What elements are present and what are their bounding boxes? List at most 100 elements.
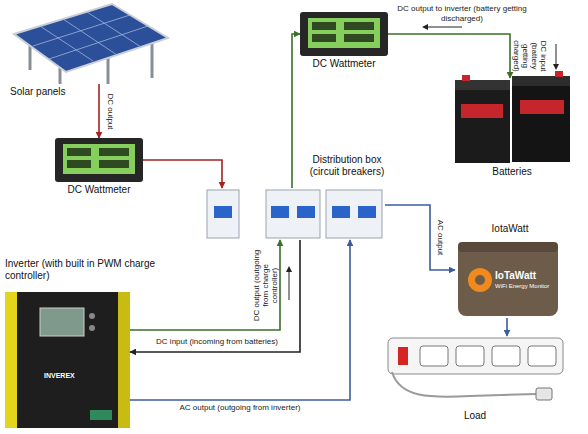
socket [528,346,556,366]
device-node: Solar panels [8,2,168,84]
gear-hole [475,275,485,285]
strip-switch [398,347,408,365]
node-label: Inverter (with built in PWM charge contr… [5,258,180,282]
inverter-button [89,313,95,319]
hint-arrow [426,27,462,28]
node-label: DC Wattmeter [55,184,143,196]
strip-cable [392,372,536,397]
breaker-toggle [358,206,376,218]
solar-panel-art [14,4,168,84]
breaker-art [207,190,382,238]
node-label: Load [455,410,495,422]
inverter-screen [40,308,84,336]
edge-label: DC output (outgoing from charge controll… [252,245,279,325]
device-node: Load [385,336,565,400]
free-label: WiFi Energy Monitor [495,283,557,290]
panel-grid [49,26,148,59]
node-label: IotaWatt [475,223,545,235]
battery-badge [461,104,503,118]
panel-leg [151,42,154,78]
breaker-module [326,190,382,238]
wire-connector [143,160,222,188]
battery-lid [455,80,510,90]
wattmeter-body [55,138,143,182]
battery-terminal [462,75,470,81]
screen-digits [67,160,91,168]
strip-body [388,338,563,374]
screen-digits [99,160,129,168]
node-label: DC Wattmeter [300,58,388,70]
node-label: Distribution box (circuit breakers) [297,154,397,178]
edge-label: DC input (incoming from batteries) [138,337,296,346]
device-node: Inverter (with built in PWM charge contr… [5,290,130,430]
wire-connector [130,240,280,330]
battery-body [455,88,510,163]
wire-connector [98,84,100,138]
screen-digits [312,22,336,30]
breaker-toggle [332,206,350,218]
plug [536,388,552,400]
breaker-module [207,190,239,238]
wattmeter-screen [63,144,135,174]
iotawatt-body [458,242,558,316]
inverter-badge [90,410,112,420]
iotawatt-top [458,242,558,252]
node-label: Solar panels [10,86,110,98]
hint-arrow [556,44,557,66]
free-label: DC output to inverter (battery getting d… [392,4,532,24]
battery-body [512,84,570,162]
wire-connector [388,34,510,78]
inverter-body [5,292,130,428]
socket [456,346,484,366]
hint-arrowhead [422,24,428,30]
battery-terminal [555,71,563,77]
breaker-module [266,190,320,238]
device-node: Batteries [452,78,572,163]
wire-connector [292,34,300,188]
edge-label: AC output [436,207,445,267]
panel-grid [40,26,93,61]
wattmeter-body [300,12,388,56]
screen-digits [99,148,129,156]
device-node: DC Wattmeter [55,138,143,182]
battery-art [455,71,570,163]
direction-arrows [286,24,559,300]
wattmeter-screen [308,18,380,48]
socket [420,346,448,366]
free-label: IoTaWatt [495,270,557,281]
wire-connector [506,318,508,336]
iotawatt-art [458,242,558,316]
free-label: INVEREX [44,372,94,380]
gear-icon [468,268,492,292]
wattmeter-art [300,12,388,56]
screen-digits [67,148,91,156]
node-label: Batteries [472,166,552,178]
wire-connector [130,240,300,352]
breaker-toggle [271,206,289,218]
hint-arrowhead [553,64,559,70]
power-strip-art [388,338,563,400]
wattmeter-art [55,138,143,182]
inverter-art [5,292,130,428]
socket [492,346,520,366]
inverter-trim [5,292,17,428]
wire-connector [385,205,455,270]
panel-leg [59,68,62,84]
screen-digits [344,22,374,30]
battery-badge [520,100,564,114]
panel-surface [14,4,168,72]
inverter-trim [118,292,130,428]
wire-connector [130,240,350,400]
edge-label: DC output [106,86,115,136]
panel-grid [63,19,117,55]
device-node: Distribution box (circuit breakers) [205,188,385,240]
battery-lid [512,76,570,86]
screen-digits [344,34,374,42]
hint-arrow [289,270,290,300]
edge-label: AC output (outgoing from inverter) [140,403,340,412]
device-node: DC Wattmeter [300,12,388,56]
breaker-toggle [297,206,315,218]
